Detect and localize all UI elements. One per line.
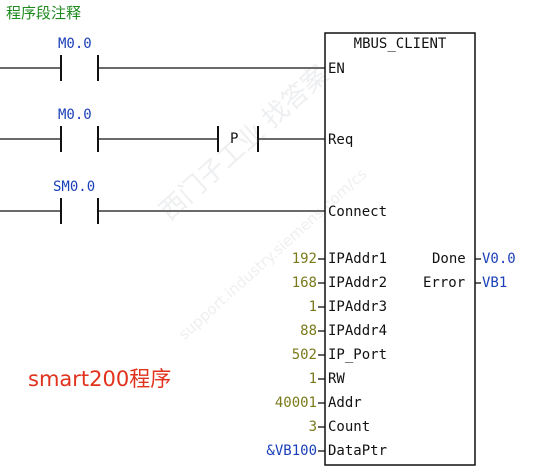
pin-done: Done (432, 251, 466, 267)
positive-edge-label: P (230, 131, 239, 147)
pin-dataptr: DataPtr (328, 443, 388, 459)
param-value-ip-port: 502 (291, 347, 317, 363)
contact3-label: SM0.0 (53, 179, 96, 195)
pin-connect: Connect (328, 204, 388, 220)
block-title: MBUS_CLIENT (353, 36, 447, 52)
output-addr-error: VB1 (482, 275, 508, 291)
contact2-label: M0.0 (58, 107, 92, 123)
param-value-ipaddr1: 192 (291, 251, 317, 267)
pin-ip-port: IP_Port (328, 347, 388, 363)
pin-count: Count (328, 419, 371, 435)
param-value-addr: 40001 (274, 395, 317, 411)
param-value-count: 3 (308, 419, 317, 435)
network-comment: 程序段注释 (6, 4, 82, 22)
pin-ipaddr1: IPAddr1 (328, 251, 388, 267)
pin-rw: RW (328, 371, 345, 387)
pin-ipaddr3: IPAddr3 (328, 299, 388, 315)
pin-req: Req (328, 132, 354, 148)
pin-addr: Addr (328, 395, 362, 411)
param-value-dataptr: &VB100 (266, 443, 317, 459)
annotation-note: smart200程序 (28, 367, 172, 391)
param-value-ipaddr4: 88 (300, 323, 317, 339)
pin-error: Error (423, 275, 466, 291)
param-value-ipaddr2: 168 (291, 275, 317, 291)
output-addr-done: V0.0 (482, 251, 516, 267)
function-block-frame (324, 32, 476, 466)
pin-ipaddr2: IPAddr2 (328, 275, 388, 291)
contact1-label: M0.0 (58, 36, 92, 52)
param-value-ipaddr3: 1 (308, 299, 317, 315)
pin-en: EN (328, 61, 345, 77)
pin-ipaddr4: IPAddr4 (328, 323, 388, 339)
param-value-rw: 1 (308, 371, 317, 387)
